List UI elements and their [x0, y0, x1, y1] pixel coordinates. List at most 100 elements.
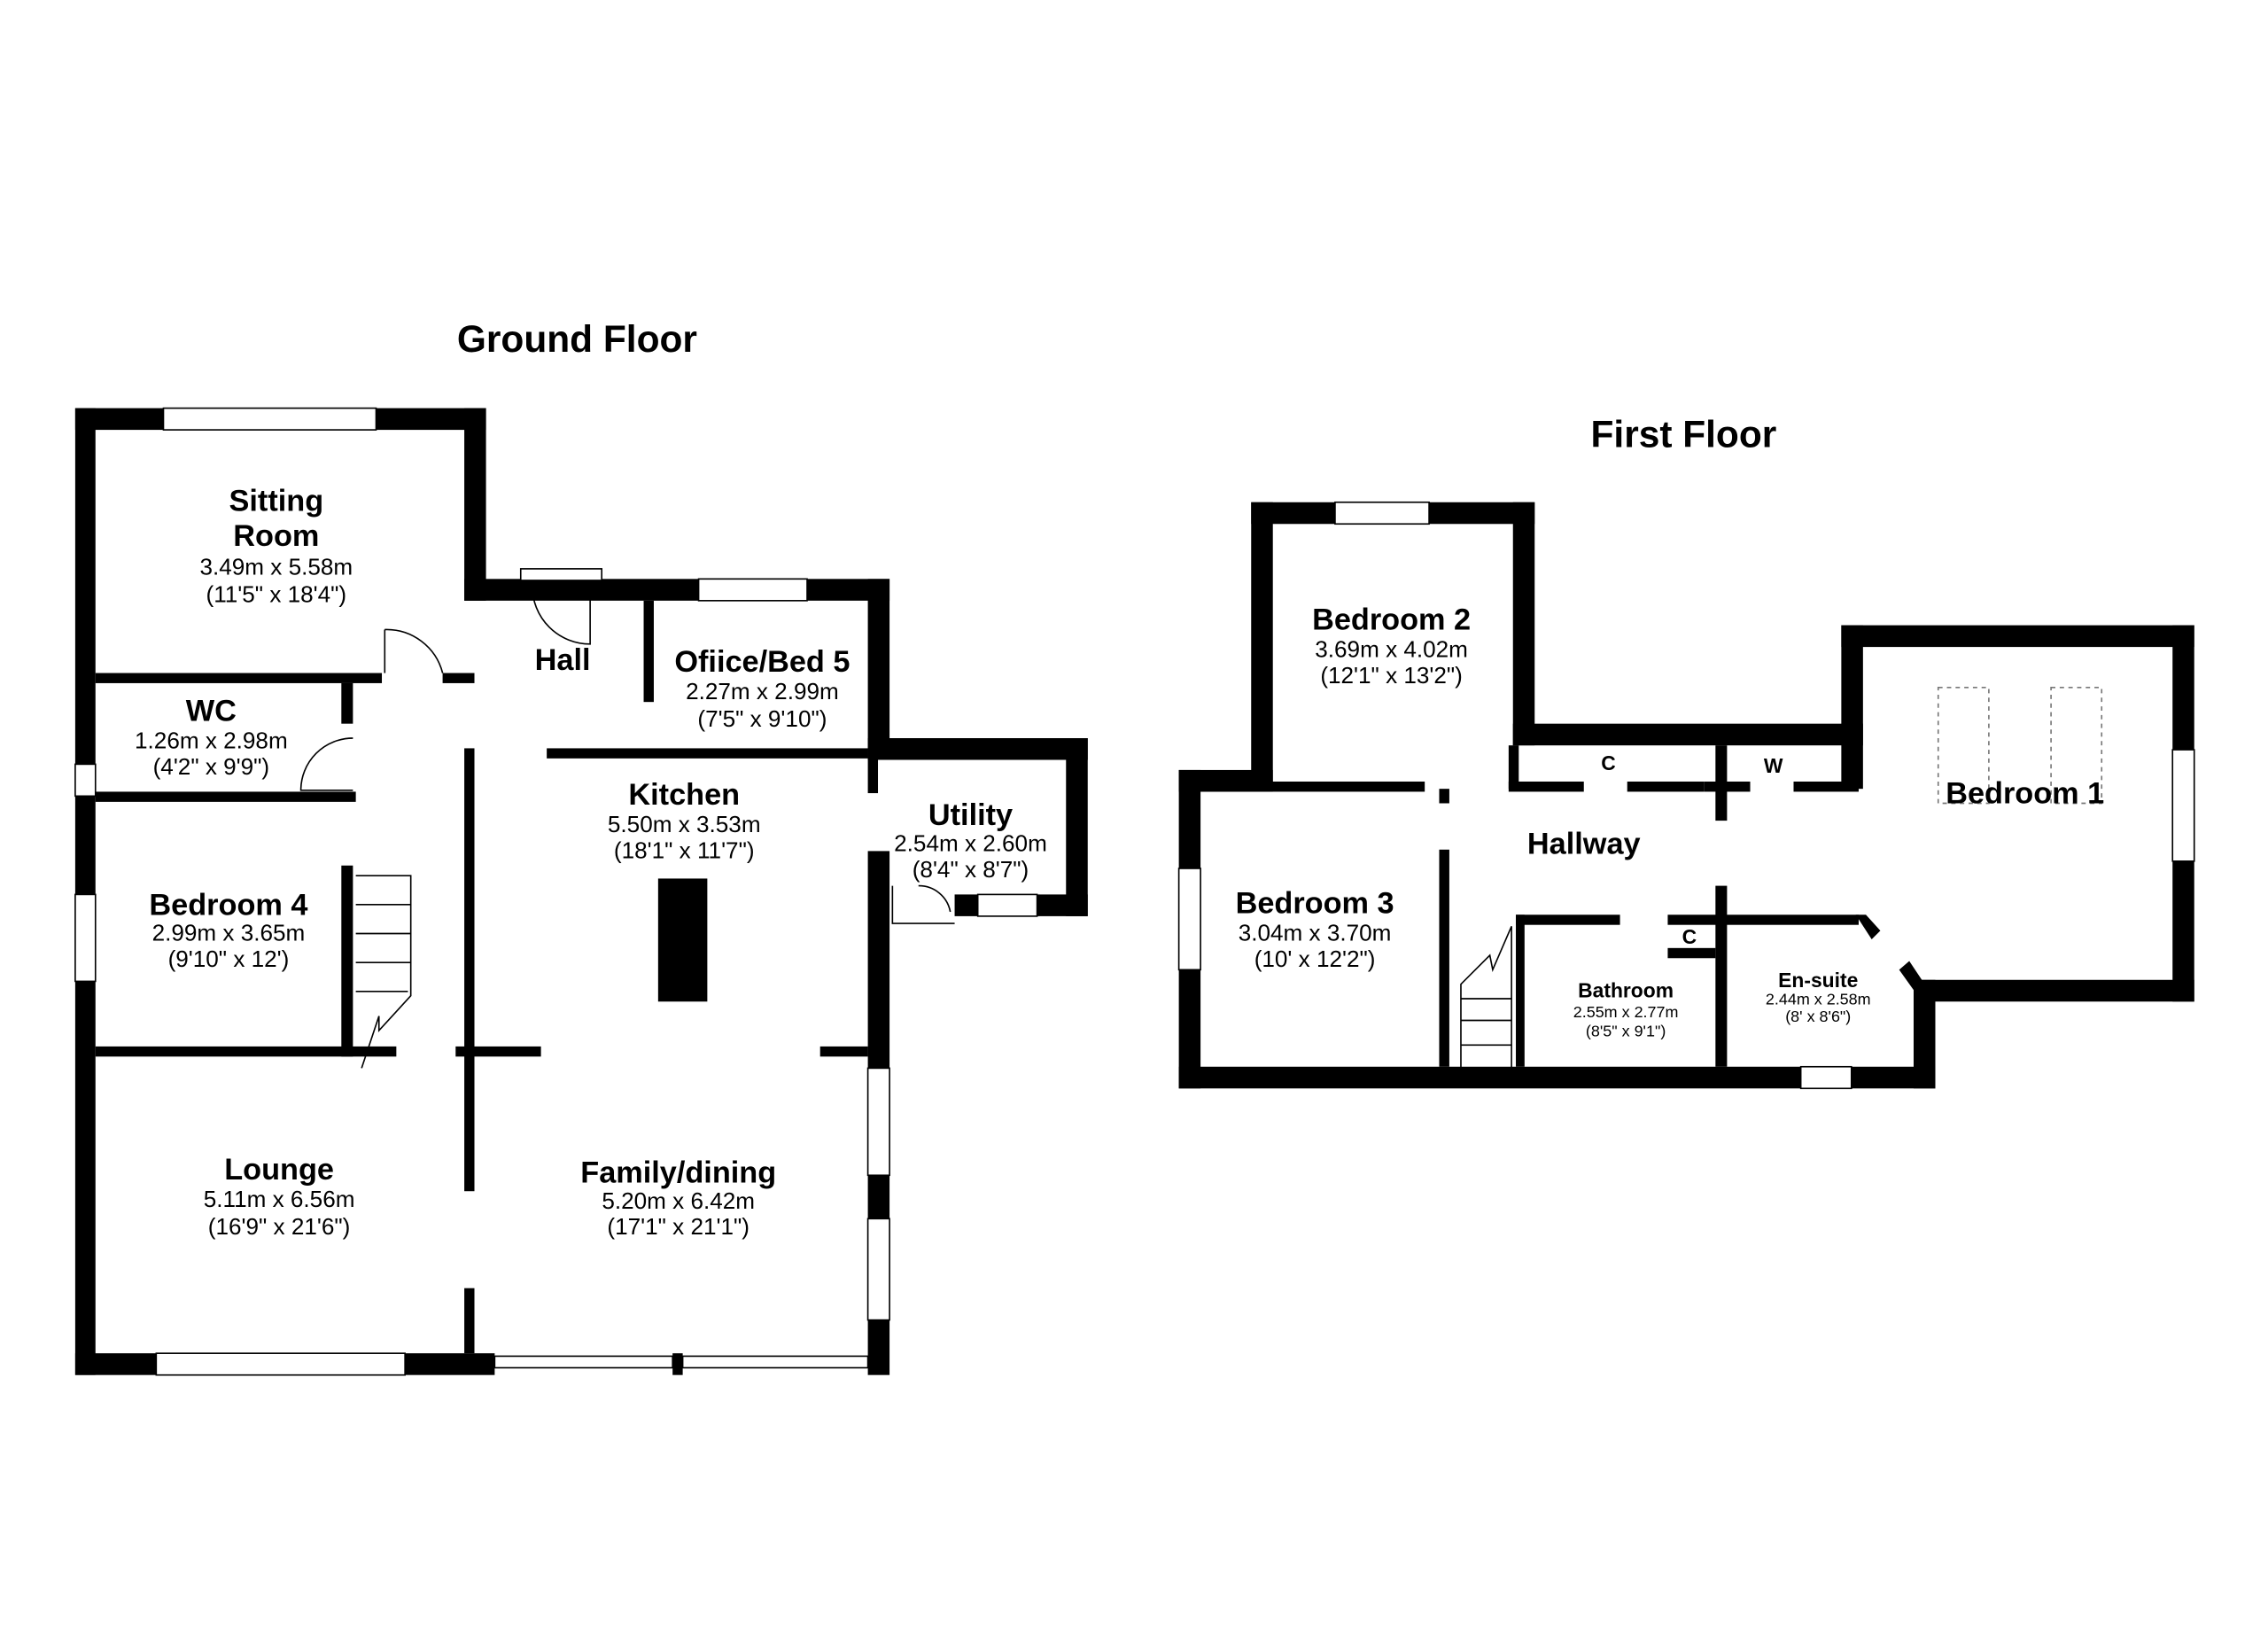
wall	[95, 1046, 397, 1057]
ground-floor: Ground Floor	[74, 318, 1088, 1376]
wall	[1841, 625, 2194, 648]
wardrobe-label: W	[1764, 754, 1783, 777]
cupboard-label: C	[1601, 751, 1616, 774]
bathroom-label: Bathroom	[1578, 978, 1674, 1001]
wall	[1899, 961, 1924, 991]
bathroom-imperial: (8'5" x 9'1")	[1586, 1022, 1666, 1039]
wall	[355, 875, 412, 1069]
first-floor-windows	[1177, 501, 2195, 1090]
sitting-room-label: Room	[233, 519, 319, 553]
wc-metric: 1.26m x 2.98m	[135, 727, 288, 753]
wall	[1460, 998, 1512, 1047]
bedroom4-metric: 2.99m x 3.65m	[152, 920, 306, 946]
wall	[643, 600, 654, 703]
window	[2171, 749, 2195, 862]
wall	[1508, 782, 1584, 792]
wall	[819, 1046, 868, 1057]
wall	[1921, 979, 2194, 1002]
wall	[355, 904, 411, 992]
wall	[1439, 789, 1449, 804]
wall	[1516, 915, 1620, 925]
bedroom2-imperial: (12'1" x 13'2")	[1320, 662, 1463, 689]
first-floor-walls	[1178, 502, 2194, 1089]
front-door-swing	[532, 586, 591, 645]
wall	[455, 1046, 541, 1057]
office-imperial: (7'5" x 9'10")	[697, 705, 827, 732]
window	[1799, 1065, 1852, 1090]
wall	[1715, 885, 1728, 1067]
wall	[1793, 782, 1859, 792]
window	[976, 893, 1038, 917]
bedroom4-imperial: (9'10" x 12')	[168, 946, 290, 972]
window	[1334, 501, 1430, 525]
wall	[867, 758, 879, 794]
window	[74, 893, 97, 983]
window	[866, 1067, 890, 1177]
wall	[1512, 502, 1535, 746]
front-door-frame	[519, 568, 602, 581]
family-dining-imperial: (17'1" x 21'1")	[607, 1213, 750, 1240]
office-metric: 2.27m x 2.99m	[686, 678, 839, 704]
family-dining-metric: 5.20m x 6.42m	[602, 1187, 755, 1214]
bedroom3-metric: 3.04m x 3.70m	[1239, 920, 1392, 946]
wall	[672, 1353, 683, 1375]
bedroom1-label: Bedroom 1	[1946, 776, 2104, 810]
wall	[1855, 915, 1881, 940]
wall	[1066, 738, 1088, 916]
sitting-room-label: Sitting	[229, 485, 324, 518]
office-label: Ofiice/Bed 5	[674, 645, 850, 679]
patio-door	[681, 1355, 869, 1369]
first-floor-labels: Bedroom 2 3.69m x 4.02m (12'1" x 13'2") …	[1236, 603, 2105, 1039]
wall	[341, 682, 353, 724]
wall	[1704, 782, 1751, 792]
wall	[1667, 915, 1859, 925]
utility-label: Utility	[928, 798, 1013, 832]
wall	[867, 738, 1088, 760]
wall	[341, 865, 353, 1057]
wall	[547, 748, 868, 759]
sitting-room-metric: 3.49m x 5.58m	[200, 553, 353, 580]
ensuite-imperial: (8' x 8'6")	[1785, 1008, 1851, 1025]
lounge-imperial: (16'9" x 21'6")	[208, 1213, 351, 1240]
utility-imperial: (8'4" x 8'7")	[913, 856, 1029, 883]
window	[74, 763, 97, 798]
kitchen-label: Kitchen	[628, 778, 740, 812]
ground-floor-walls	[74, 408, 1088, 1375]
ensuite-label: En-suite	[1778, 969, 1858, 992]
window	[697, 578, 808, 602]
family-dining-label: Family/dining	[580, 1156, 776, 1189]
wall	[464, 579, 890, 601]
skylight	[2050, 687, 2103, 805]
bedroom2-label: Bedroom 2	[1312, 603, 1471, 636]
wall	[1460, 926, 1512, 1072]
wall	[464, 748, 475, 1192]
wall	[442, 673, 475, 683]
bedroom3-imperial: (10' x 12'2")	[1254, 946, 1376, 972]
wall	[1200, 782, 1425, 792]
sitting-room-imperial: (11'5" x 18'4")	[206, 580, 347, 607]
wall	[464, 408, 486, 601]
wall	[1508, 745, 1519, 790]
staircase	[355, 875, 412, 1069]
window	[866, 1218, 890, 1321]
wall	[1841, 625, 1863, 790]
lounge-label: Lounge	[224, 1153, 334, 1187]
wall	[1439, 849, 1449, 1067]
wc-imperial: (4'2" x 9'9")	[153, 753, 270, 780]
kitchen-metric: 5.50m x 3.53m	[608, 811, 761, 837]
window	[162, 407, 377, 431]
ground-floor-labels: Sitting Room 3.49m x 5.58m (11'5" x 18'4…	[135, 485, 1047, 1241]
cupboard-label: C	[1682, 925, 1697, 948]
wall	[74, 408, 96, 1375]
wall	[867, 579, 890, 760]
door-swing	[299, 737, 353, 791]
door-swing	[891, 884, 955, 924]
staircase	[1460, 926, 1512, 1072]
kitchen-island	[657, 878, 708, 1002]
wall	[95, 791, 356, 802]
hallway-label: Hallway	[1527, 828, 1641, 861]
patio-door	[493, 1355, 673, 1369]
hall-label: Hall	[535, 643, 591, 677]
lounge-metric: 5.11m x 6.56m	[204, 1186, 355, 1212]
first-floor-title: First Floor	[1591, 414, 1777, 455]
